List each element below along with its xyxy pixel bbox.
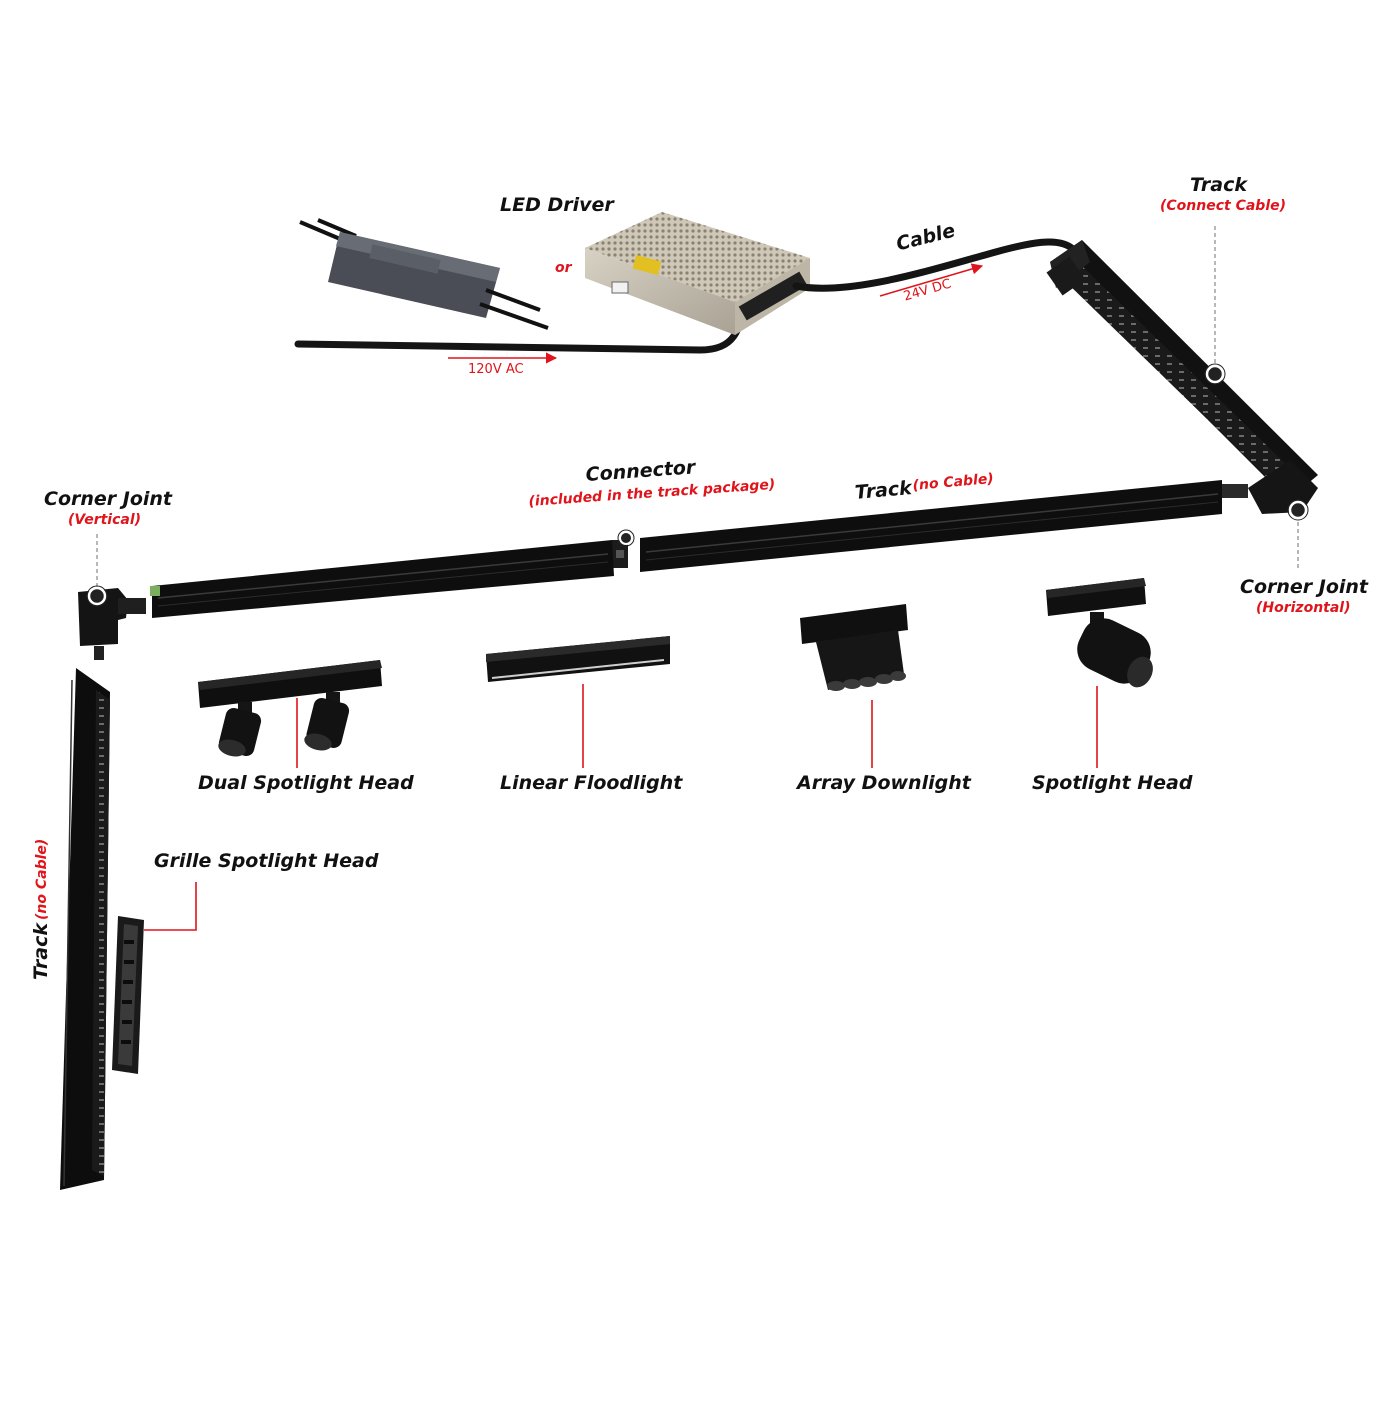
dual-spotlight-head bbox=[198, 660, 382, 757]
track-connect-cable bbox=[1046, 240, 1318, 500]
corner-vertical-label: Corner Joint bbox=[44, 488, 173, 510]
linear-floodlight-label: Linear Floodlight bbox=[500, 772, 683, 794]
callout-line-grille-spotlight bbox=[144, 882, 197, 931]
array-downlight-label: Array Downlight bbox=[797, 772, 971, 794]
psu-terminal-block bbox=[738, 271, 808, 321]
track-connect-label: Track bbox=[1190, 174, 1247, 196]
callout-dot-track-connect bbox=[1204, 363, 1226, 385]
corner-horizontal-label: Corner Joint bbox=[1240, 576, 1369, 598]
track-connector bbox=[612, 540, 628, 568]
track-middle-right bbox=[640, 480, 1222, 572]
linear-floodlight bbox=[486, 636, 670, 682]
track-vertical-note: (no Cable) bbox=[34, 838, 50, 920]
callout-dot-connector bbox=[617, 529, 635, 547]
track-connect-note: (Connect Cable) bbox=[1160, 198, 1287, 214]
spotlight-head bbox=[1046, 578, 1153, 688]
callout-dot-corner-horizontal bbox=[1287, 499, 1309, 521]
array-downlight-lenses bbox=[827, 671, 906, 691]
ac-voltage-label: 120V AC bbox=[468, 362, 524, 377]
corner-horizontal-note: (Horizontal) bbox=[1256, 600, 1351, 616]
spotlight-label: Spotlight Head bbox=[1032, 772, 1193, 794]
track-middle-left bbox=[150, 540, 614, 618]
track-vertical bbox=[60, 668, 110, 1190]
dual-spotlight-label: Dual Spotlight Head bbox=[198, 772, 414, 794]
array-downlight bbox=[800, 604, 908, 691]
dc-voltage-arrow bbox=[879, 263, 984, 297]
corner-vertical-note: (Vertical) bbox=[68, 512, 142, 528]
callout-dot-corner-vertical bbox=[86, 585, 108, 607]
dc-cable bbox=[792, 238, 1078, 292]
grille-spotlight-head bbox=[112, 916, 144, 1074]
led-driver-enclosed bbox=[585, 212, 810, 335]
led-driver-label: LED Driver bbox=[500, 194, 614, 216]
driver-or-label: or bbox=[555, 260, 572, 276]
led-driver-waterproof bbox=[299, 218, 549, 330]
track-vertical-label: Track bbox=[30, 923, 52, 980]
grille-spotlight-label: Grille Spotlight Head bbox=[154, 850, 379, 872]
